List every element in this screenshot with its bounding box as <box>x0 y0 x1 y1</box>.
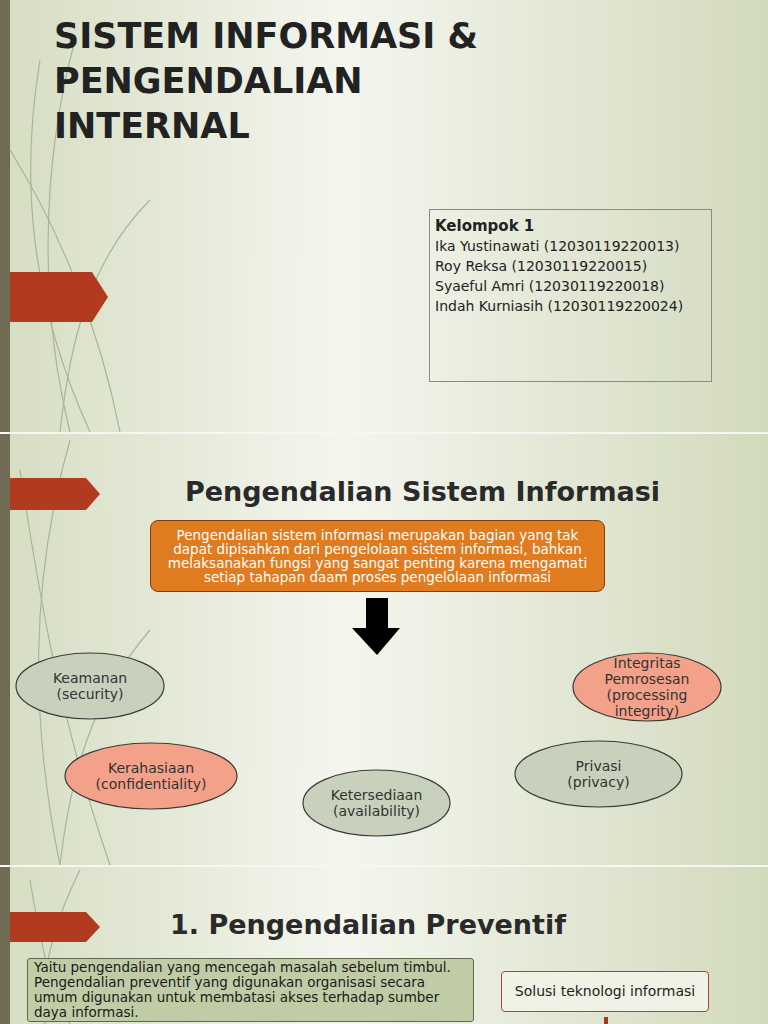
slide-panel <box>0 434 768 865</box>
ellipse-shape <box>515 741 682 807</box>
node-content: Kelompok 1Ika Yustinawati (1203011922001… <box>430 210 711 381</box>
node-text: Roy Reksa (12030119220015) <box>435 256 706 276</box>
node-text: Kerahasiaan (confidentiality) <box>86 760 216 792</box>
control-ellipse: Integritas Pemrosesan (processing integr… <box>572 652 722 722</box>
node-content: Solusi teknologi informasi <box>502 972 708 1011</box>
node-content: Privasi (privacy) <box>514 740 683 808</box>
slide-divider <box>0 865 768 867</box>
member-box: Kelompok 1Ika Yustinawati (1203011922001… <box>429 209 712 382</box>
node-text: Pengendalian sistem informasi merupakan … <box>157 528 598 584</box>
node-text: Ketersediaan (availability) <box>320 787 433 819</box>
node-text: Keamanan (security) <box>37 670 143 702</box>
side-bar <box>0 0 10 432</box>
block-arrow <box>352 598 400 655</box>
node-text: Privasi (privacy) <box>554 758 643 790</box>
slide-panel <box>0 867 768 1024</box>
control-ellipse: Privasi (privacy) <box>514 740 683 808</box>
node-text: Ika Yustinawati (12030119220013) <box>435 236 706 256</box>
side-bar <box>0 434 10 865</box>
ellipse-shape <box>573 653 721 721</box>
definition-box: Pengendalian sistem informasi merupakan … <box>150 520 605 592</box>
definition-box: Yaitu pengendalian yang mencegah masalah… <box>27 958 474 1022</box>
node-content: Integritas Pemrosesan (processing integr… <box>572 652 722 722</box>
slide-heading: Pengendalian Sistem Informasi <box>140 476 705 507</box>
slide-heading: 1. Pengendalian Preventif <box>170 909 650 940</box>
node-content: Pengendalian sistem informasi merupakan … <box>151 521 604 591</box>
node-text: Indah Kurniasih (12030119220024) <box>435 296 706 316</box>
control-ellipse: Ketersediaan (availability) <box>302 769 451 837</box>
node-text: Yaitu pengendalian yang mencegah masalah… <box>34 960 467 1020</box>
ellipse-shape <box>303 770 450 836</box>
slide-divider <box>0 432 768 434</box>
slide-tab <box>10 912 100 942</box>
ellipse-shape <box>16 653 164 719</box>
node-content: Ketersediaan (availability) <box>302 769 451 837</box>
connector-stub <box>604 1017 608 1024</box>
slide-tab <box>10 478 100 510</box>
control-ellipse: Kerahasiaan (confidentiality) <box>64 742 238 810</box>
node-text: Solusi teknologi informasi <box>508 983 702 1000</box>
node-text: Syaeful Amri (12030119220018) <box>435 276 706 296</box>
box-heading: Kelompok 1 <box>435 216 706 236</box>
control-ellipse: Keamanan (security) <box>15 652 165 720</box>
node-content: Keamanan (security) <box>15 652 165 720</box>
side-bar <box>0 867 10 1024</box>
node-text: Integritas Pemrosesan (processing integr… <box>596 655 698 719</box>
ellipse-shape <box>65 743 237 809</box>
node-content: Yaitu pengendalian yang mencegah masalah… <box>28 959 473 1021</box>
node-content: Kerahasiaan (confidentiality) <box>64 742 238 810</box>
decorative-curves <box>10 40 150 1024</box>
solution-box: Solusi teknologi informasi <box>501 971 709 1012</box>
slide-title: SISTEM INFORMASI & PENGENDALIAN INTERNAL <box>54 14 534 149</box>
slide-panel <box>0 0 768 432</box>
slide-tab <box>10 272 108 322</box>
